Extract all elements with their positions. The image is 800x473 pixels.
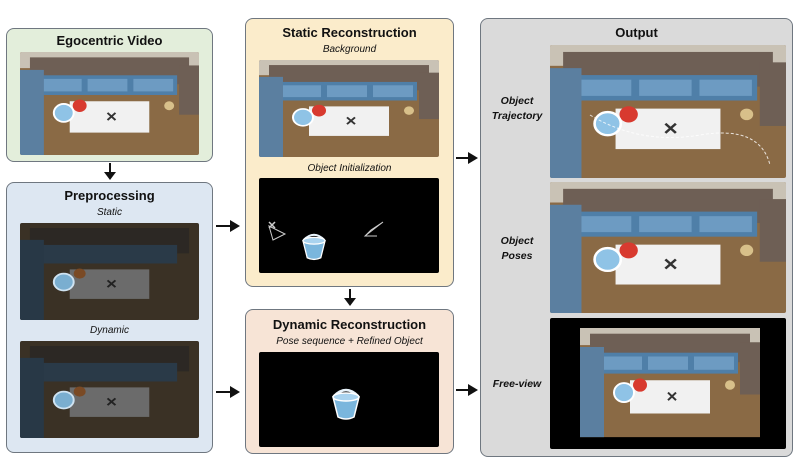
- egocentric-video-title: Egocentric Video: [56, 33, 163, 48]
- egocentric-video-frame: [20, 52, 199, 155]
- dynamic-reconstruction-title: Dynamic Reconstruction: [272, 317, 427, 332]
- preprocessing-title: Preprocessing: [64, 188, 155, 203]
- egocentric-video-panel: Egocentric Video: [6, 28, 213, 162]
- object-initialization-image: [259, 178, 439, 273]
- output-row-label-free-view: Free-view: [492, 378, 542, 390]
- arrow-static-to-output: [456, 152, 478, 164]
- dynamic-reconstruction-panel: Dynamic Reconstruction Pose sequence + R…: [245, 309, 454, 454]
- bucket-object-icon: [303, 235, 325, 260]
- arrow-static-to-dynamic: [344, 289, 356, 306]
- arrow-preprocessing-to-static: [216, 220, 240, 232]
- output-row-label-trajectory: Object Trajectory: [491, 95, 543, 122]
- preprocessing-panel: Preprocessing Static Dynamic: [6, 182, 213, 453]
- arrow-preprocessing-to-dynamic: [216, 386, 240, 398]
- arrow-dynamic-to-output: [456, 384, 478, 396]
- free-view-image: [550, 318, 786, 449]
- static-background-label: Background: [322, 44, 377, 55]
- dynamic-reconstruction-subtitle: Pose sequence + Refined Object: [276, 336, 423, 347]
- preprocessing-static-label: Static: [96, 207, 122, 218]
- static-reconstruction-panel: Static Reconstruction Background Object …: [245, 18, 454, 287]
- camera-frustum-icon: [363, 221, 384, 237]
- arrow-egocentric-to-preprocessing: [104, 163, 116, 180]
- static-background-image: [259, 60, 439, 157]
- preprocessing-dynamic-label: Dynamic: [90, 325, 129, 336]
- camera-frustum-icon: [268, 225, 287, 241]
- dynamic-reconstruction-image: [259, 352, 439, 447]
- output-row-label-poses: Object Poses: [500, 235, 534, 262]
- close-icon: [268, 221, 276, 229]
- object-trajectory-image: [550, 45, 786, 178]
- bucket-object-icon: [333, 390, 359, 419]
- output-panel: Output Object Trajectory Object Poses Fr…: [480, 18, 793, 457]
- preprocessing-static-image: [20, 223, 199, 320]
- object-initialization-label: Object Initialization: [307, 163, 392, 174]
- object-poses-image: [550, 182, 786, 313]
- preprocessing-dynamic-image: [20, 341, 199, 438]
- static-reconstruction-title: Static Reconstruction: [282, 25, 417, 40]
- output-title: Output: [615, 25, 658, 40]
